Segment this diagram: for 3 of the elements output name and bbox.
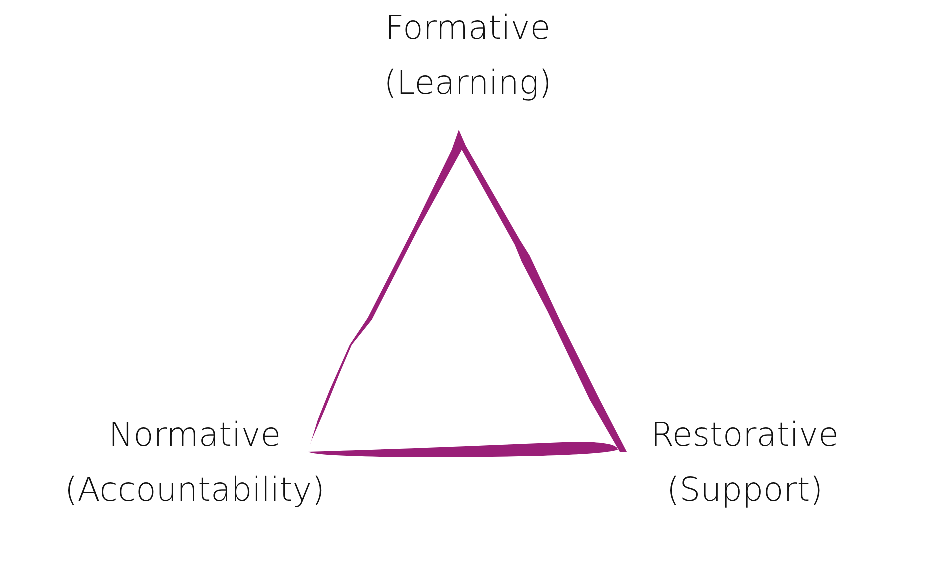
vertex-label: Formative (Learning)	[383, 7, 553, 104]
vertex-label: Restorative (Support)	[650, 414, 840, 511]
vertex-label: Normative (Accountability)	[64, 414, 326, 511]
